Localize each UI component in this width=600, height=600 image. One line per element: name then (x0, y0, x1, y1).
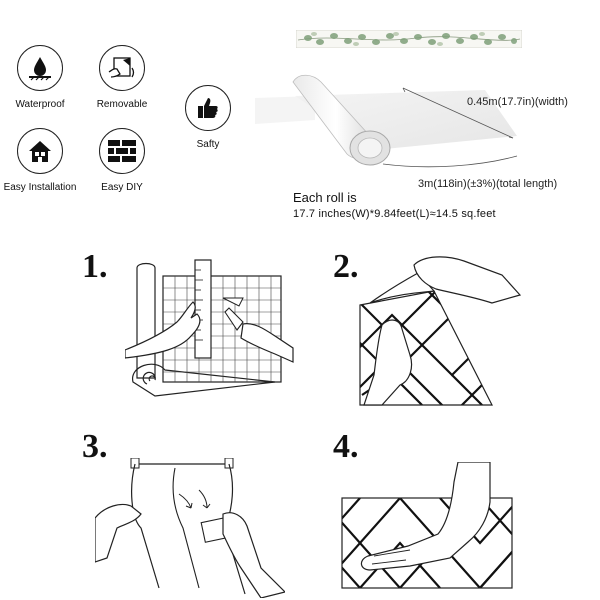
roll-length-label: 3m(118in)(±3%)(total length) (418, 178, 558, 190)
feature-label: Safty (196, 139, 220, 150)
feature-waterproof: Waterproof (0, 45, 85, 110)
water-drop-icon (17, 45, 63, 91)
feature-easy-diy: Easy DIY (77, 128, 167, 193)
brick-wall-icon (99, 128, 145, 174)
feature-removable: Removable (77, 45, 167, 110)
step-4-illustration (341, 462, 513, 589)
step-1-number: 1. (82, 248, 108, 285)
wallpaper-roll-illustration (255, 74, 518, 168)
house-icon (17, 128, 63, 174)
feature-label: Waterproof (15, 99, 65, 110)
step-4-number: 4. (333, 428, 359, 465)
feature-label: Easy Installation (3, 182, 77, 193)
step-3-illustration (95, 458, 285, 598)
feature-label: Easy DIY (101, 182, 143, 193)
step-2-number: 2. (333, 248, 359, 285)
step-3-number: 3. (82, 428, 108, 465)
roll-summary-dimensions: 17.7 inches(W)*9.84feet(L)≈14.5 sq.feet (293, 208, 496, 220)
feature-easy-installation: Easy Installation (0, 128, 85, 193)
peel-hand-icon (99, 45, 145, 91)
feature-label: Removable (96, 99, 148, 110)
thumbs-up-icon (185, 85, 231, 131)
roll-width-label: 0.45m(17.7in)(width) (467, 96, 568, 108)
eucalyptus-strip (296, 30, 522, 48)
step-1-illustration (125, 259, 294, 397)
step-2-illustration (359, 256, 522, 406)
feature-safty: Safty (163, 85, 253, 150)
roll-summary-title: Each roll is (293, 190, 357, 205)
